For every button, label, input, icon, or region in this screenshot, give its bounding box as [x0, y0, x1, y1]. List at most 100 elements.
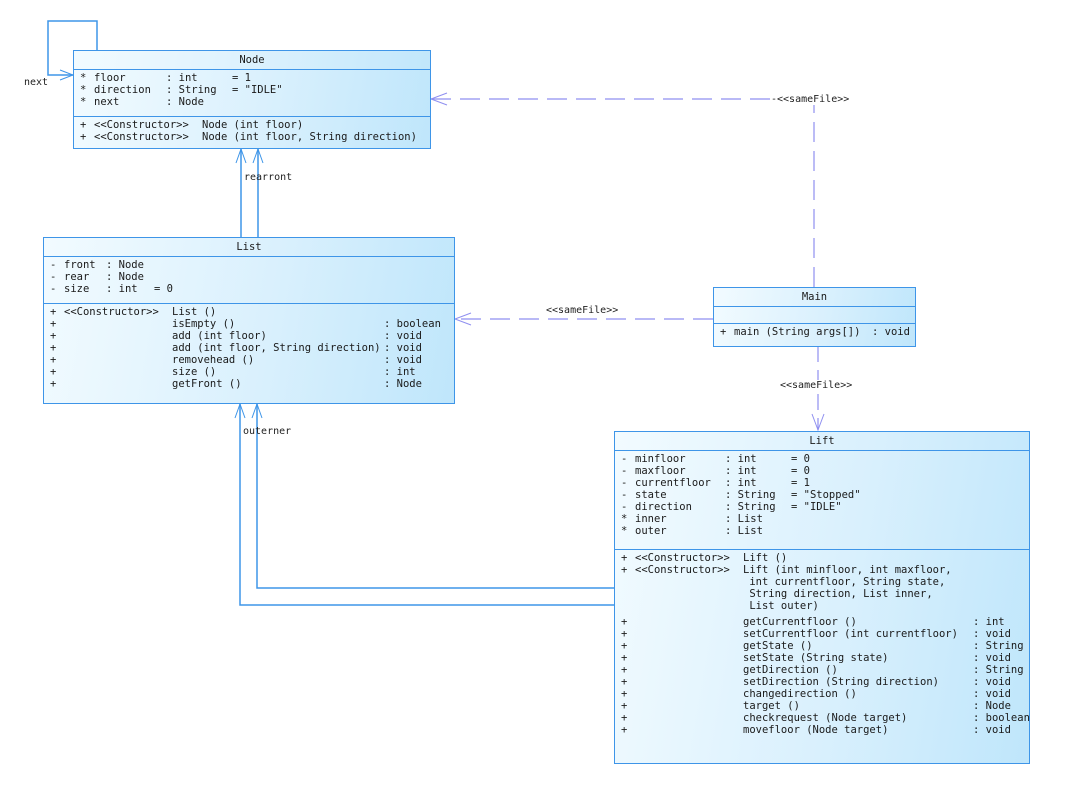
- member-text: +: [80, 119, 87, 131]
- node-self-association[interactable]: [47, 20, 98, 76]
- method-row[interactable]: +changedirection (): void: [621, 688, 1029, 700]
- main-lift-arrowhead: [811, 413, 825, 432]
- member-text: +: [50, 354, 57, 366]
- class-list-attributes: -front: Node -rear: Node -size: int= 0: [44, 257, 454, 304]
- member-text: <<Constructor>>: [94, 131, 189, 143]
- lift-outer-association[interactable]: [239, 404, 614, 606]
- class-lift[interactable]: Lift -minfloor: int= 0 -maxfloor: int= 0…: [614, 431, 1030, 764]
- member-text: +: [621, 724, 628, 736]
- method-row[interactable]: +<<Constructor>>Node (int floor, String …: [80, 131, 430, 143]
- member-text: +: [621, 688, 628, 700]
- class-list[interactable]: List -front: Node -rear: Node -size: int…: [43, 237, 455, 404]
- attribute-row[interactable]: *direction: String= "IDLE": [80, 84, 430, 96]
- member-text: : void: [973, 628, 1011, 640]
- method-row[interactable]: +movefloor (Node target): void: [621, 724, 1029, 736]
- member-text: main (String args[]): [734, 326, 861, 338]
- member-text: +: [50, 378, 57, 390]
- member-text: : void: [973, 652, 1011, 664]
- rear-arrowhead: [235, 147, 247, 164]
- constructor-row[interactable]: +<<Constructor>>Lift (int minfloor, int …: [621, 564, 1029, 576]
- member-text: -: [621, 489, 628, 501]
- attribute-row[interactable]: -state: String= "Stopped": [621, 489, 1029, 501]
- member-text: setDirection (String direction): [743, 676, 939, 688]
- class-node[interactable]: Node * floor : int = 1 *direction: String= …: [73, 50, 431, 149]
- member-text: = 0: [154, 283, 173, 295]
- constructor-continuation: int currentfloor, String state,: [621, 576, 1029, 588]
- member-text: direction: [94, 84, 151, 96]
- member-text: : List: [725, 513, 763, 525]
- attribute-row[interactable]: -direction: String= "IDLE": [621, 501, 1029, 513]
- member-text: : int: [973, 616, 1005, 628]
- method-row[interactable]: +getCurrentfloor (): int: [621, 616, 1029, 628]
- method-row[interactable]: +checkrequest (Node target): boolean: [621, 712, 1030, 724]
- attribute-row[interactable]: *next: Node: [80, 96, 430, 108]
- member-text: floor: [94, 72, 126, 84]
- member-text: -: [621, 501, 628, 513]
- method-row[interactable]: +size (): int: [50, 366, 454, 378]
- attribute-row[interactable]: *inner: List: [621, 513, 1029, 525]
- member-text: getFront (): [172, 378, 242, 390]
- member-text: next: [94, 96, 120, 108]
- class-node-name: Node: [74, 51, 430, 70]
- attribute-row[interactable]: -minfloor: int= 0: [621, 453, 1029, 465]
- member-text: +: [621, 712, 628, 724]
- member-text: +: [621, 652, 628, 664]
- method-row[interactable]: +main (String args[]): void: [720, 326, 915, 338]
- member-text: size (): [172, 366, 217, 378]
- member-text: : String: [725, 489, 776, 501]
- member-text: target (): [743, 700, 800, 712]
- class-node-methods: + <<Constructor>> Node (int floor) +<<Cons…: [74, 117, 430, 145]
- method-row[interactable]: +add (int floor): void: [50, 330, 454, 342]
- attribute-row[interactable]: *outer: List: [621, 525, 1029, 537]
- member-text: setState (String state): [743, 652, 889, 664]
- member-text: *: [80, 96, 87, 108]
- member-text: front: [64, 259, 96, 271]
- attribute-row[interactable]: -currentfloor: int= 1: [621, 477, 1029, 489]
- method-row[interactable]: + setState (String state) : void: [621, 652, 1029, 664]
- rear-front-role-label: rearront: [244, 172, 293, 183]
- method-row[interactable]: +getFront (): Node: [50, 378, 454, 390]
- member-text: : int: [106, 283, 138, 295]
- member-text: : int: [166, 72, 198, 84]
- member-text: isEmpty (): [172, 318, 236, 330]
- member-text: : int: [725, 465, 757, 477]
- method-row[interactable]: +add (int floor, String direction): void: [50, 342, 454, 354]
- constructor-row[interactable]: +<<Constructor>>Lift (): [621, 552, 1029, 564]
- method-row[interactable]: +setCurrentfloor (int currentfloor): voi…: [621, 628, 1029, 640]
- member-text: -: [621, 477, 628, 489]
- outer-arrowhead: [234, 402, 246, 419]
- method-row[interactable]: +isEmpty (): boolean: [50, 318, 454, 330]
- method-row[interactable]: +setDirection (String direction): void: [621, 676, 1029, 688]
- member-text: : Node: [106, 271, 144, 283]
- method-row[interactable]: + <<Constructor>> Node (int floor): [80, 119, 430, 131]
- lift-inner-association[interactable]: [256, 404, 614, 589]
- member-text: removehead (): [172, 354, 255, 366]
- class-main[interactable]: Main +main (String args[]): void: [713, 287, 916, 347]
- attribute-row[interactable]: -front: Node: [50, 259, 454, 271]
- class-main-methods: +main (String args[]): void: [714, 324, 915, 340]
- method-row[interactable]: +removehead (): void: [50, 354, 454, 366]
- member-text: = 1: [232, 72, 251, 84]
- member-text: = 0: [791, 453, 810, 465]
- member-text: = 1: [791, 477, 810, 489]
- member-text: : String: [973, 664, 1024, 676]
- attribute-row[interactable]: -size: int= 0: [50, 283, 454, 295]
- member-text: currentfloor: [635, 477, 711, 489]
- attribute-row[interactable]: -rear: Node: [50, 271, 454, 283]
- class-node-attributes: * floor : int = 1 *direction: String= "IDLE…: [74, 70, 430, 117]
- member-text: +: [621, 700, 628, 712]
- member-text: Node (int floor): [202, 119, 304, 131]
- method-row[interactable]: +target (): Node: [621, 700, 1029, 712]
- class-lift-methods: +<<Constructor>>Lift () +<<Constructor>>…: [615, 550, 1030, 738]
- member-text: <<Constructor>>: [94, 119, 189, 131]
- member-text: : void: [973, 688, 1011, 700]
- method-row[interactable]: +<<Constructor>>List (): [50, 306, 454, 318]
- main-node-dependency[interactable]: [431, 98, 815, 287]
- member-text: = "IDLE": [232, 84, 283, 96]
- attribute-row[interactable]: *floor: int= 1: [80, 72, 430, 84]
- method-row[interactable]: +getState (): String: [621, 640, 1029, 652]
- member-text: minfloor: [635, 453, 686, 465]
- attribute-row[interactable]: -maxfloor: int= 0: [621, 465, 1029, 477]
- method-row[interactable]: +getDirection (): String: [621, 664, 1029, 676]
